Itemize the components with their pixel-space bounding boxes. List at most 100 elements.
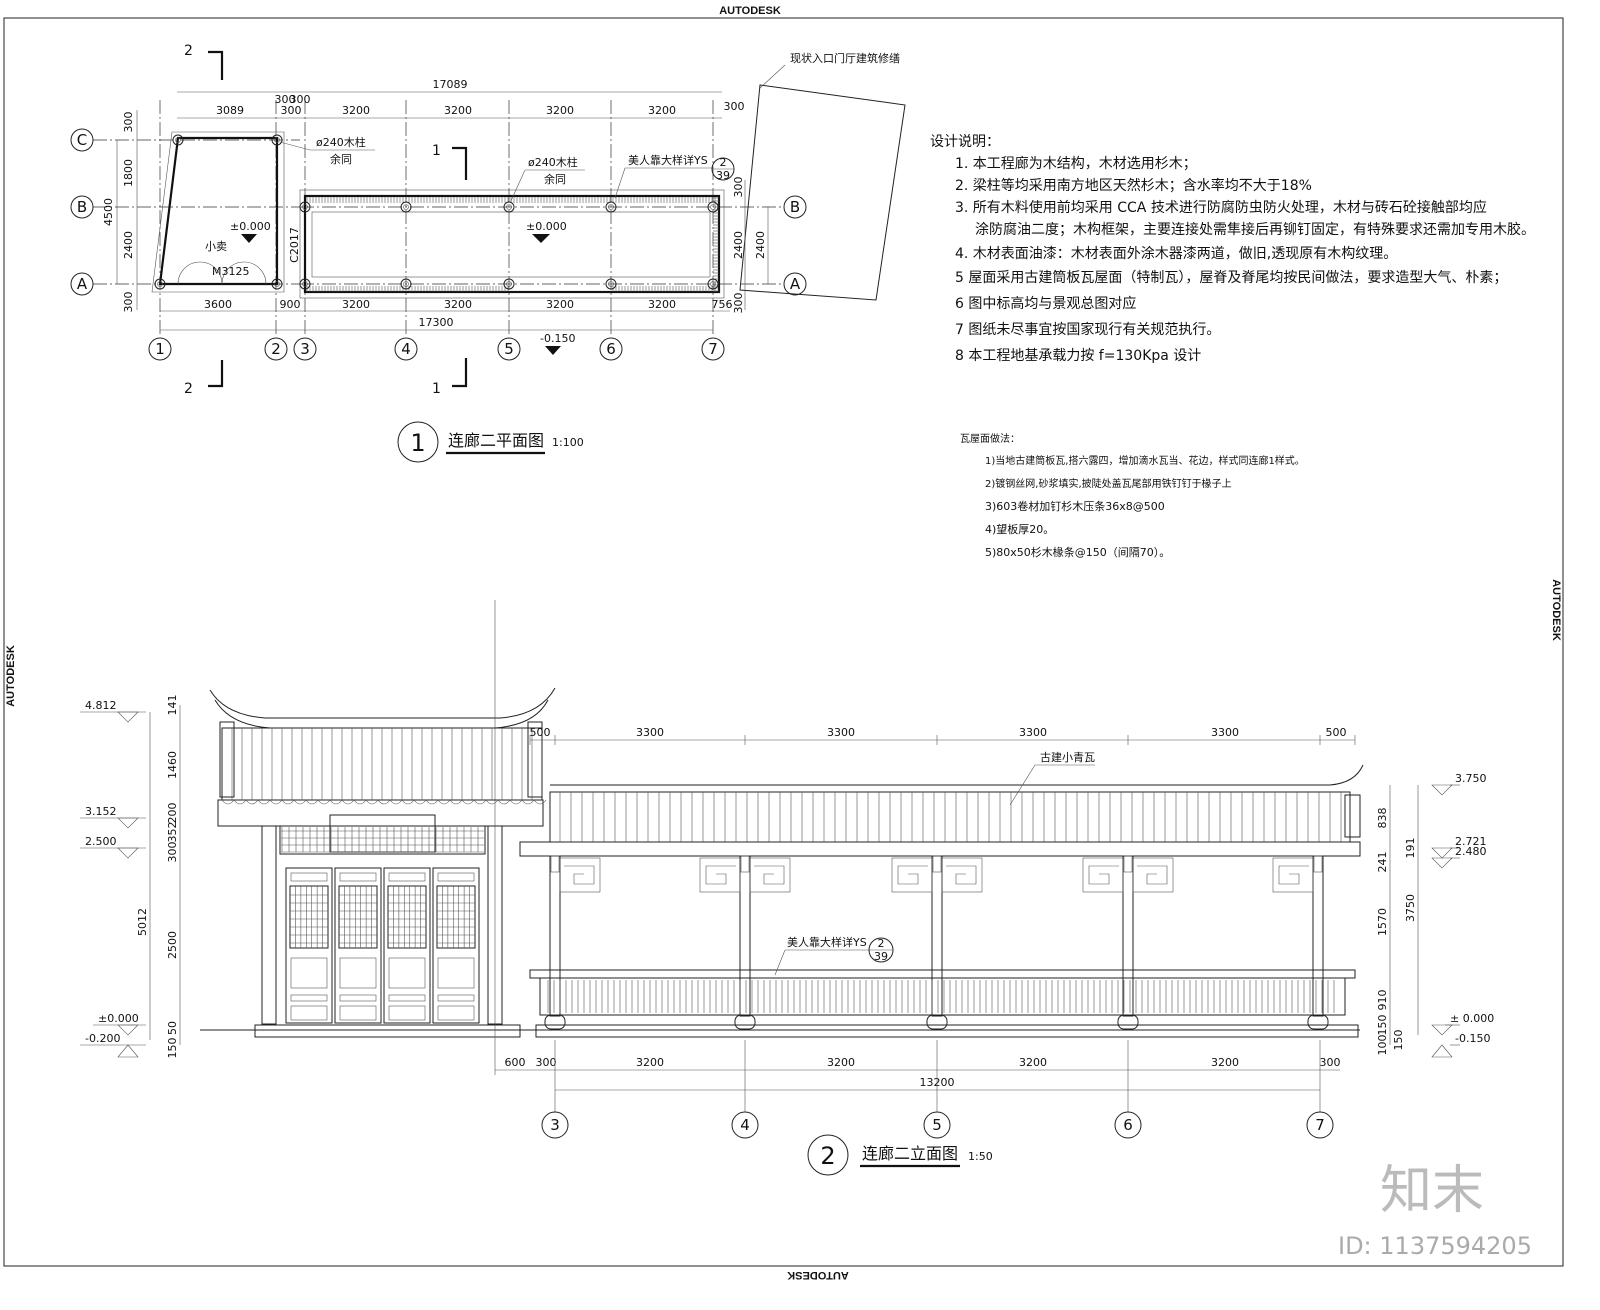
elev-dim-top: 3300 (636, 726, 664, 739)
dim-left: 300 (122, 112, 135, 133)
level-marker-icon (1431, 1024, 1453, 1036)
door-panel (388, 1005, 426, 1021)
elev-dim-top: 500 (1326, 726, 1347, 739)
eave-tile (485, 799, 499, 805)
dim-right: 2400 (754, 231, 767, 259)
post-base (1117, 1014, 1139, 1030)
elev-dim-left-total: 5012 (136, 908, 149, 936)
dim-top: 300 (290, 93, 311, 106)
roof-note-item: 1)当地古建筒板瓦,搭六露四，增加滴水瓦当、花边，样式同连廊1样式。 (985, 454, 1305, 467)
timber-post (931, 855, 943, 1017)
dim-bottom: 3200 (546, 298, 574, 311)
grid-axis-label: 5 (504, 340, 514, 358)
eave-tile (257, 799, 271, 805)
note-item: 涂防腐油二度；木构框架，主要连接处需隼接后再铆钉固定，有特殊要求还需加专用木胶。 (975, 221, 1535, 238)
roof-note-item: 4)望板厚20。 (985, 522, 1054, 536)
grid-axis-bubble (783, 272, 807, 296)
elevation-title: 连廊二立面图 (862, 1144, 958, 1163)
column-icon (302, 281, 308, 287)
plan-title: 连廊二平面图 (448, 431, 544, 450)
roof-notes: 瓦屋面做法： 1)当地古建筒板瓦,搭六露四，增加滴水瓦当、花边，样式同连廊1样式… (960, 432, 1305, 559)
elev-dim-right: 191 (1404, 838, 1417, 859)
elev-dim-left: 150 (166, 1038, 179, 1059)
grid-axis-label: C (77, 131, 87, 149)
column-icon (274, 281, 280, 287)
grid-axis-label: 4 (401, 340, 411, 358)
level-marker-icon (117, 711, 139, 723)
note-item: 8 本工程地基承载力按 f=130Kpa 设计 (955, 347, 1201, 364)
column-note-same: 余同 (544, 172, 566, 186)
level-label: 2.721 (1455, 835, 1487, 848)
post-base (926, 1014, 948, 1030)
note-item: 1. 本工程廊为木结构，木材选用杉木； (955, 155, 1197, 172)
door-panel (339, 872, 377, 882)
elev-dim-bottom: 300 (536, 1056, 557, 1069)
timber-post (739, 855, 751, 1017)
elev-dim-left: 300 (166, 842, 179, 863)
kiosk-label: 小卖 (205, 240, 227, 253)
autodesk-top: AUTODESK (719, 5, 781, 17)
lattice-bracket (941, 857, 983, 893)
autodesk-bottom: AUTODESK (787, 1269, 849, 1281)
post-capital (1123, 855, 1133, 873)
column-icon (403, 281, 409, 287)
eave-tile (269, 799, 283, 805)
elevation-scale: 1:50 (968, 1150, 993, 1163)
grid-axis-bubble (731, 1111, 759, 1139)
note-item: 4. 木材表面油漆：木材表面外涂木器漆两道，做旧,透现原有木构纹理。 (955, 246, 1397, 262)
dim-top: 300 (724, 100, 745, 113)
dim-top: 3089 (216, 104, 244, 117)
door-panel (437, 957, 475, 989)
level-marker-icon (117, 1044, 139, 1058)
section-mark: 1 (432, 381, 441, 397)
fret-pattern (897, 865, 928, 885)
dim-left-total: 4500 (102, 198, 115, 226)
fret-pattern (946, 865, 977, 885)
elevation-title-number: 2 (820, 1142, 835, 1170)
eave-tile (473, 799, 487, 805)
post-capital (740, 855, 750, 873)
grid-axis-label: 1 (155, 340, 165, 358)
door-leaf (334, 867, 382, 1024)
level-marker-icon (1431, 784, 1453, 796)
eave-tile (401, 799, 415, 805)
eave-tile (413, 799, 427, 805)
level-label: 4.812 (85, 699, 117, 712)
eave-tile (221, 799, 235, 805)
dim-bottom: 900 (280, 298, 301, 311)
elev-dim-top: 500 (530, 726, 551, 739)
column-icon (299, 278, 311, 290)
grid-axis-label: A (77, 275, 88, 293)
kiosk-roof (209, 687, 556, 729)
watermark-logo: 知末 (1380, 1161, 1484, 1221)
level-label: ±0.000 (98, 1012, 139, 1025)
section-mark: 2 (184, 381, 193, 397)
elev-dim-top: 3300 (827, 726, 855, 739)
column-icon (608, 204, 614, 210)
elev-dim-bottom: 3200 (1019, 1056, 1047, 1069)
timber-post (1122, 855, 1134, 1017)
fret-pattern (705, 865, 736, 885)
level-label: 2.480 (1455, 845, 1487, 858)
column-note: ø240木柱 (528, 155, 578, 169)
roof-label: 古建小青瓦 (1040, 750, 1095, 764)
door-leaf (383, 867, 431, 1024)
detail-ref-num: 2 (720, 156, 727, 169)
autodesk-left: AUTODESK (5, 645, 17, 707)
elev-dim-left: 1460 (166, 751, 179, 779)
existing-building-note: 现状入口门厅建筑修缮 (790, 51, 900, 65)
door-lattice (289, 885, 329, 949)
column-icon (403, 204, 409, 210)
lattice-bracket (891, 857, 933, 893)
level-label: 3.152 (85, 805, 117, 818)
fret-pattern (564, 865, 595, 885)
grid-axis-bubble (1306, 1111, 1334, 1139)
level-marker-icon (241, 234, 257, 243)
autodesk-right: AUTODESK (1550, 579, 1562, 641)
level-marker-icon (1431, 857, 1453, 869)
door-leaf (285, 867, 333, 1024)
elev-dim-bottom: 300 (1320, 1056, 1341, 1069)
elev-dim-right: 150 (1392, 1030, 1405, 1051)
column-icon (503, 278, 515, 290)
